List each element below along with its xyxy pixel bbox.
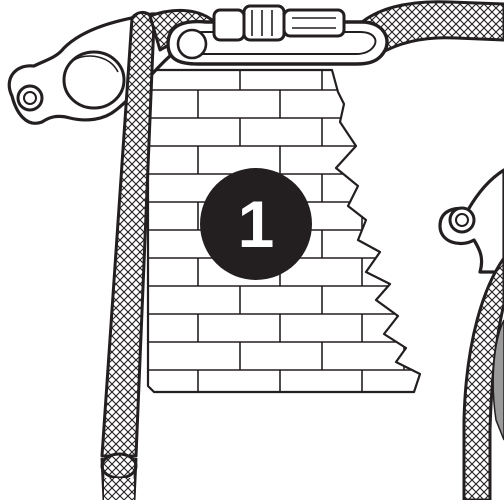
anchor-plate-right <box>440 170 504 500</box>
step-badge-circle <box>200 168 312 280</box>
